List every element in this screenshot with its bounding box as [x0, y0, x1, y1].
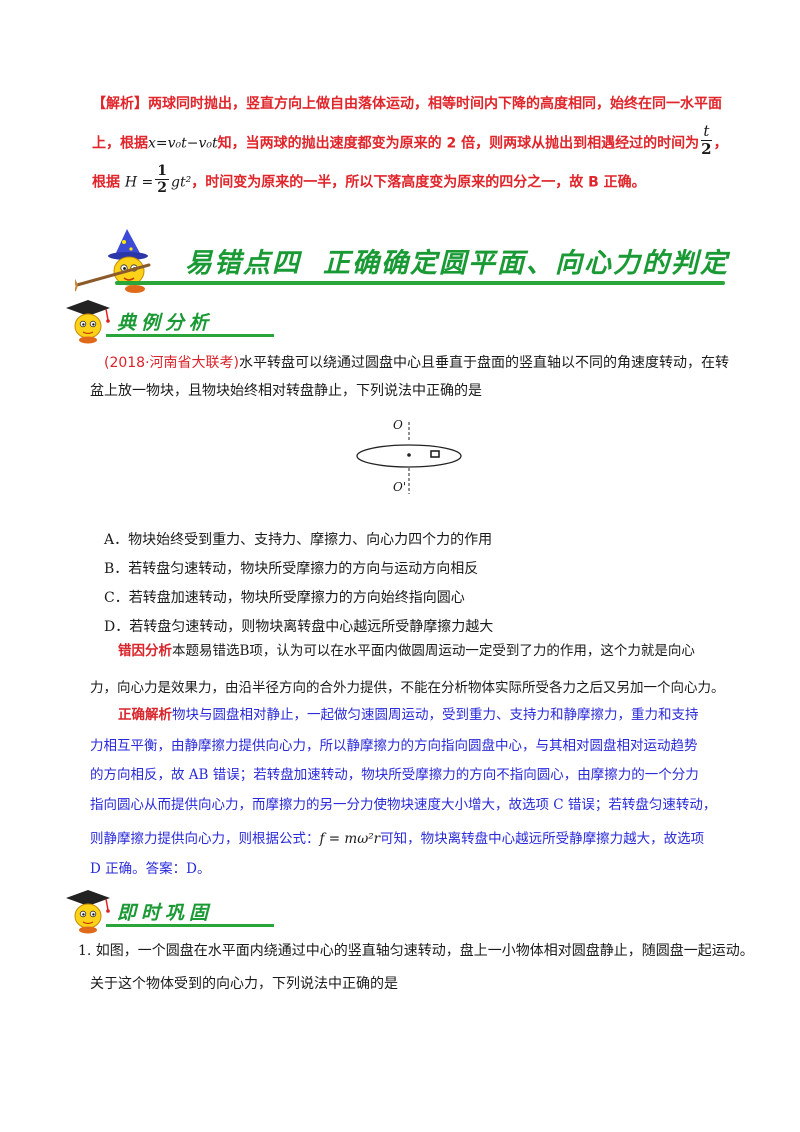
scholar-mascot-icon [66, 300, 110, 344]
option-c: C．若转盘加速转动，物块所受摩擦力的方向始终指向圆心 [104, 590, 465, 606]
correct-analysis-text-5a: 则静摩擦力提供向心力，则根据公式： [90, 831, 320, 847]
error-analysis-line-2: 力，向心力是效果力，由沿半径方向的合外力提供，不能在分析物体实际所受各力之后又另… [90, 680, 725, 696]
formula-friction: f = mω²r [319, 831, 381, 847]
banner-underline [115, 281, 725, 285]
question-line-1: (2018·河南省大联考)水平转盘可以绕通过圆盘中心且垂直于盘面的竖直轴以不同的… [104, 356, 729, 370]
option-b: B．若转盘匀速转动，物块所受摩擦力的方向与运动方向相反 [104, 561, 479, 577]
fraction-denominator: 2 [157, 180, 168, 196]
section-heading-examples: 典例分析 [62, 298, 292, 344]
analysis-line-2-text-a: 上，根据 [92, 135, 148, 152]
correct-analysis-text-5b: 可知，物块离转盘中心越远所受静摩擦力越大，故选项 [380, 831, 705, 847]
fraction-numerator: t [701, 124, 712, 141]
correct-analysis-line-1: 正确解析物块与圆盘相对静止，一起做匀速圆周运动，受到重力、支持力和静摩擦力，重力… [118, 708, 699, 722]
axis-label-top: O [393, 418, 403, 432]
correct-analysis-text-1: 物块与圆盘相对静止，一起做匀速圆周运动，受到重力、支持力和静摩擦力，重力和支持 [172, 707, 699, 723]
turntable-figure [356, 422, 462, 494]
correct-analysis-tag: 正确解析 [118, 707, 172, 723]
section-banner: 易错点四正确确定圆平面、向心力的判定 [75, 227, 730, 295]
analysis-formula-x: x=v₀t−v₀t [148, 135, 218, 152]
scholar-mascot-icon [66, 890, 110, 934]
analysis-line-2-text-b: 知，当两球的抛出速度都变为原来的 2 倍，则两球从抛出到相遇经过的时间为 [217, 135, 700, 152]
correct-analysis-line-2: 力相互平衡，由静摩擦力提供向心力，所以静摩擦力的方向指向圆盘中心，与其相对圆盘相… [90, 738, 698, 754]
formula-h-lhs: H = [124, 174, 154, 191]
analysis-line-3-text-a: 根据 [92, 174, 120, 191]
question-text-1: 水平转盘可以绕通过圆盘中心且垂直于盘面的竖直轴以不同的角速度转动，在转 [239, 355, 730, 371]
analysis-line-2-end: ， [713, 135, 728, 152]
section-heading-practice: 即时巩固 [62, 888, 292, 934]
error-analysis-text-1: 本题易错选B项，认为可以在水平面内做圆周运动一定受到了力的作用，这个力就是向心 [172, 643, 695, 659]
wizard-mascot-icon [75, 229, 151, 293]
question-line-2: 盆上放一物块，且物块始终相对转盘静止，下列说法中正确的是 [90, 383, 482, 399]
axis-label-bottom: O' [393, 480, 407, 494]
error-analysis-line-1: 错因分析本题易错选B项，认为可以在水平面内做圆周运动一定受到了力的作用，这个力就… [118, 644, 695, 658]
analysis-line-1: 【解析】两球同时抛出，竖直方向上做自由落体运动，相等时间内下降的高度相同，始终在… [92, 96, 722, 112]
banner-title: 易错点四正确确定圆平面、向心力的判定 [185, 241, 729, 280]
section-title-examples: 典例分析 [117, 312, 214, 334]
section-title-practice: 即时巩固 [117, 902, 214, 924]
correct-analysis-line-3: 的方向相反，故 AB 错误；若转盘加速转动，物块所受摩擦力的方向不指向圆心，由摩… [90, 767, 699, 783]
fraction-denominator: 2 [701, 140, 712, 158]
analysis-line-3-text-b: ，时间变为原来的一半，所以下落高度变为原来的四分之一，故 B 正确。 [191, 174, 646, 191]
section-underline [106, 334, 274, 337]
fraction-numerator: 1 [155, 163, 170, 180]
correct-analysis-line-5: 则静摩擦力提供向心力，则根据公式：f = mω²r可知，物块离转盘中心越远所受静… [90, 832, 704, 846]
banner-title-part-1: 易错点四 [185, 248, 301, 279]
error-analysis-tag: 错因分析 [118, 643, 172, 659]
formula-h-rhs: gt² [171, 174, 192, 191]
section-underline [106, 924, 274, 927]
analysis-line-2: 上，根据x=v₀t−v₀t知，当两球的抛出速度都变为原来的 2 倍，则两球从抛出… [92, 124, 728, 160]
practice-line-1: 1. 如图，一个圆盘在水平面内绕通过中心的竖直轴匀速转动，盘上一小物体相对圆盘静… [78, 943, 754, 959]
practice-line-2: 关于这个物体受到的向心力，下列说法中正确的是 [90, 976, 398, 992]
banner-title-part-2: 正确确定圆平面、向心力的判定 [323, 248, 729, 279]
correct-analysis-line-6: D 正确。答案：D。 [90, 861, 211, 877]
correct-analysis-line-4: 指向圆心从而提供向心力，而摩擦力的另一分力使物块速度大小增大，故选项 C 错误；… [90, 797, 717, 813]
option-d: D．若转盘匀速转动，则物块离转盘中心越远所受静摩擦力越大 [104, 619, 494, 635]
option-a: A．物块始终受到重力、支持力、摩擦力、向心力四个力的作用 [104, 532, 493, 548]
question-source: (2018·河南省大联考) [104, 355, 240, 371]
